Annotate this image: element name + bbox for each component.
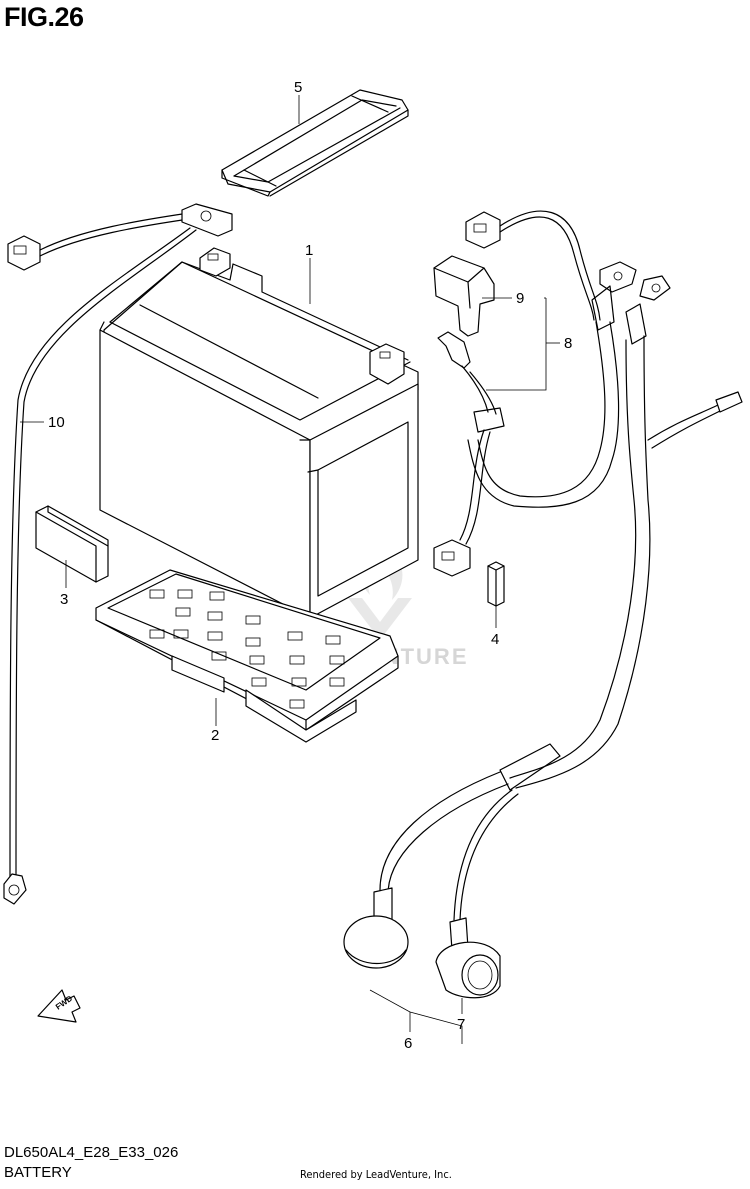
callout-5: 5 xyxy=(294,79,302,96)
spacer-part xyxy=(487,561,505,607)
section-name: BATTERY xyxy=(4,1164,72,1181)
callout-3: 3 xyxy=(60,591,68,608)
fwd-arrow-icon: FWD xyxy=(37,989,81,1023)
figure-title: FIG.26 xyxy=(4,2,84,32)
callout-7: 7 xyxy=(457,1016,465,1033)
callout-1: 1 xyxy=(305,242,313,259)
battery-strap-part xyxy=(221,89,409,197)
main-cable-part xyxy=(343,275,743,999)
callout-8: 8 xyxy=(564,335,572,352)
drawing-code: DL650AL4_E28_E33_026 xyxy=(4,1144,179,1161)
battery-cable-part xyxy=(433,210,637,577)
tray-holes xyxy=(149,589,345,709)
callout-9: 9 xyxy=(516,290,524,307)
callout-6: 6 xyxy=(404,1035,412,1052)
callout-labels: 5 1 2 3 4 10 9 8 6 7 xyxy=(48,79,572,1052)
callout-2: 2 xyxy=(211,727,219,744)
terminal-cover-part xyxy=(433,255,495,337)
callout-10: 10 xyxy=(48,414,65,431)
battery-tray-part xyxy=(95,569,399,743)
rendered-by-credit: Rendered by LeadVenture, Inc. xyxy=(300,1168,452,1181)
callout-4: 4 xyxy=(491,631,499,648)
battery-part xyxy=(99,247,419,619)
battery-pad-part xyxy=(35,505,109,583)
wiring-harness-part xyxy=(3,203,233,905)
callout-leaders xyxy=(20,95,560,1044)
